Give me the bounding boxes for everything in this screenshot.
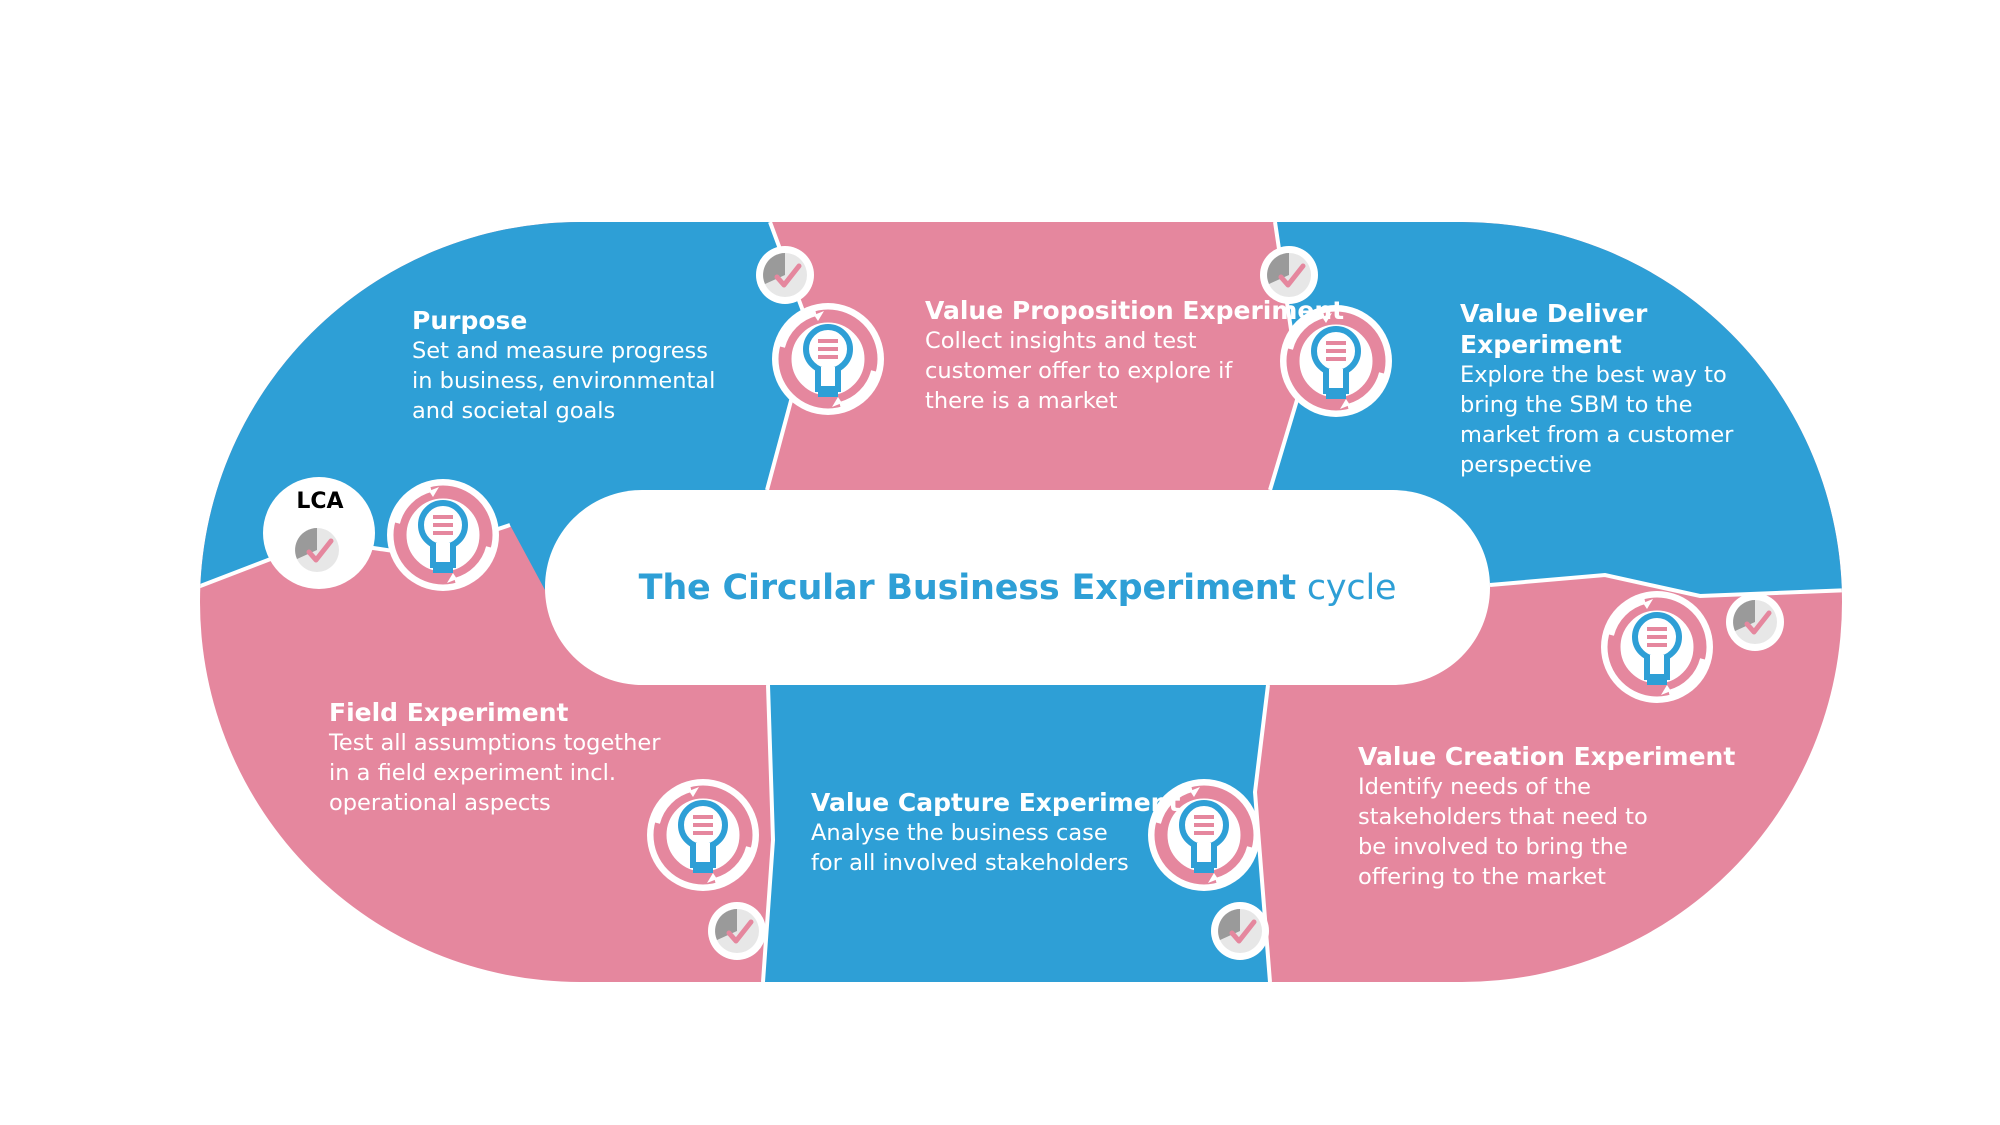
value-capture-title: Value Capture Experiment: [811, 788, 1181, 817]
progress-check-icon: [708, 902, 766, 960]
lightbulb-cycle-icon: [1601, 591, 1713, 703]
progress-check-icon: [1726, 593, 1784, 651]
purpose-title: Purpose: [412, 306, 528, 335]
value-capture-line: for all involved stakeholders: [811, 850, 1129, 876]
value-deliver-title: Experiment: [1460, 330, 1622, 359]
title-emphasis: The Circular Business Experiment: [638, 567, 1297, 608]
field-line: Test all assumptions together: [329, 730, 661, 756]
value-proposition-title: Value Proposition Experiment: [925, 296, 1345, 325]
progress-check-icon: [756, 246, 814, 304]
value-creation-title: Value Creation Experiment: [1358, 742, 1736, 771]
purpose-line: Set and measure progress: [412, 338, 708, 364]
segment-value-capture: [763, 685, 1270, 982]
title-suffix: cycle: [1295, 567, 1397, 608]
lightbulb-cycle-icon: [387, 479, 499, 591]
purpose-text: Purpose Set and measure progress in busi…: [412, 305, 715, 426]
value-proposition-line: there is a market: [925, 388, 1118, 414]
value-deliver-text: Value Deliver Experiment Explore the bes…: [1460, 298, 1733, 480]
field-line: in a field experiment incl.: [329, 760, 616, 786]
value-proposition-line: customer offer to explore if: [925, 358, 1233, 384]
lca-badge: LCA: [263, 477, 375, 589]
diagram-title: The Circular Business Experiment cycle: [545, 490, 1490, 685]
value-deliver-title: Value Deliver: [1460, 299, 1648, 328]
value-creation-line: Identify needs of the: [1358, 774, 1591, 800]
field-title: Field Experiment: [329, 698, 569, 727]
progress-check-icon: [288, 521, 346, 579]
center-pill: [545, 490, 1490, 685]
value-proposition-text: Value Proposition Experiment Collect ins…: [925, 295, 1344, 416]
value-deliver-line: bring the SBM to the: [1460, 392, 1693, 418]
lightbulb-cycle-icon: [647, 779, 759, 891]
value-creation-text: Value Creation Experiment Identify needs…: [1358, 741, 1735, 892]
value-creation-line: be involved to bring the: [1358, 834, 1628, 860]
purpose-line: in business, environmental: [412, 368, 716, 394]
lightbulb-cycle-icon: [772, 303, 884, 415]
lca-label: LCA: [296, 489, 343, 514]
progress-check-icon: [1211, 902, 1269, 960]
value-proposition-line: Collect insights and test: [925, 328, 1197, 354]
value-creation-line: offering to the market: [1358, 864, 1606, 890]
field-text: Field Experiment Test all assumptions to…: [329, 697, 660, 818]
purpose-line: and societal goals: [412, 398, 616, 424]
value-deliver-line: Explore the best way to: [1460, 362, 1727, 388]
value-creation-line: stakeholders that need to: [1358, 804, 1648, 830]
value-capture-line: Analyse the business case: [811, 820, 1108, 846]
value-capture-text: Value Capture Experiment Analyse the bus…: [811, 787, 1180, 878]
value-deliver-line: perspective: [1460, 452, 1592, 478]
value-deliver-line: market from a customer: [1460, 422, 1734, 448]
field-line: operational aspects: [329, 790, 551, 816]
